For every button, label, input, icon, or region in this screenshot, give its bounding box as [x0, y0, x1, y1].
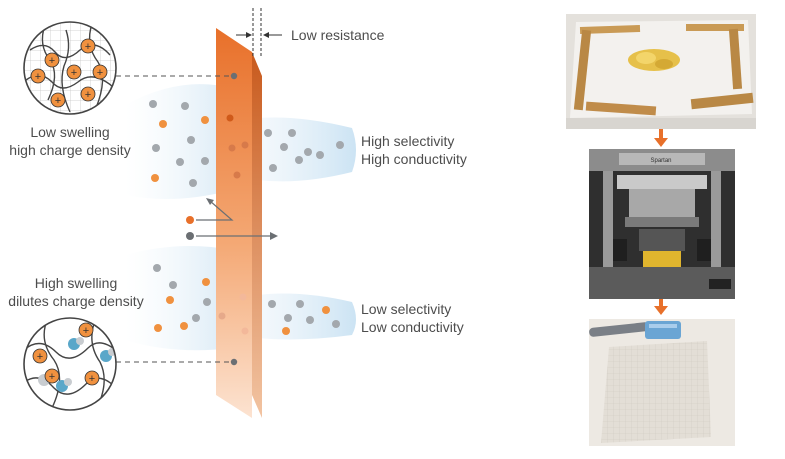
svg-text:+: +: [55, 95, 61, 107]
svg-text:+: +: [85, 89, 91, 101]
lower-flow-right: [258, 293, 356, 340]
high-conductivity-label: High conductivity: [361, 151, 467, 167]
membrane-ions: [218, 72, 249, 366]
low-swelling-magnifier: + + + + + + +: [23, 21, 117, 115]
upper-flow-left: [125, 84, 232, 199]
flow-arrow-2-head: [654, 306, 668, 315]
ion-transport-arrows: [186, 198, 278, 240]
low-swelling-label: Low swelling: [30, 124, 109, 140]
flow-arrow-1-head: [654, 138, 668, 147]
low-resistance-marker: [236, 8, 282, 58]
svg-text:+: +: [49, 371, 55, 383]
lower-flow-left: [125, 246, 232, 351]
svg-text:+: +: [37, 351, 43, 363]
svg-text:+: +: [85, 41, 91, 53]
flow-arrow-1-stem: [659, 129, 663, 139]
high-swelling-label: High swelling: [35, 275, 117, 291]
upper-right-ions: [264, 129, 344, 172]
svg-text:+: +: [97, 67, 103, 79]
upper-left-ions: [149, 100, 209, 187]
svg-text:+: +: [35, 71, 41, 83]
svg-text:+: +: [71, 67, 77, 79]
lower-right-ions: [268, 300, 340, 335]
membrane-face: [216, 28, 252, 418]
low-resistance-label: Low resistance: [291, 27, 385, 43]
low-conductivity-label: Low conductivity: [361, 319, 464, 335]
low-selectivity-label: Low selectivity: [361, 301, 451, 317]
high-selectivity-label: High selectivity: [361, 133, 454, 149]
hot-press-sample-photo: [566, 14, 756, 129]
svg-text:+: +: [49, 55, 55, 67]
pressed-membrane-photo: [589, 319, 735, 446]
hydraulic-press-photo: Spartan: [589, 149, 735, 299]
flow-arrow-2-stem: [659, 299, 663, 307]
high-charge-density-label: high charge density: [9, 142, 130, 158]
high-swelling-magnifier: + + + +: [23, 317, 117, 411]
svg-text:+: +: [83, 325, 89, 337]
svg-text:Spartan: Spartan: [650, 158, 671, 164]
svg-text:+: +: [89, 373, 95, 385]
dilutes-charge-density-label: dilutes charge density: [8, 293, 143, 309]
membrane-side: [252, 52, 262, 418]
